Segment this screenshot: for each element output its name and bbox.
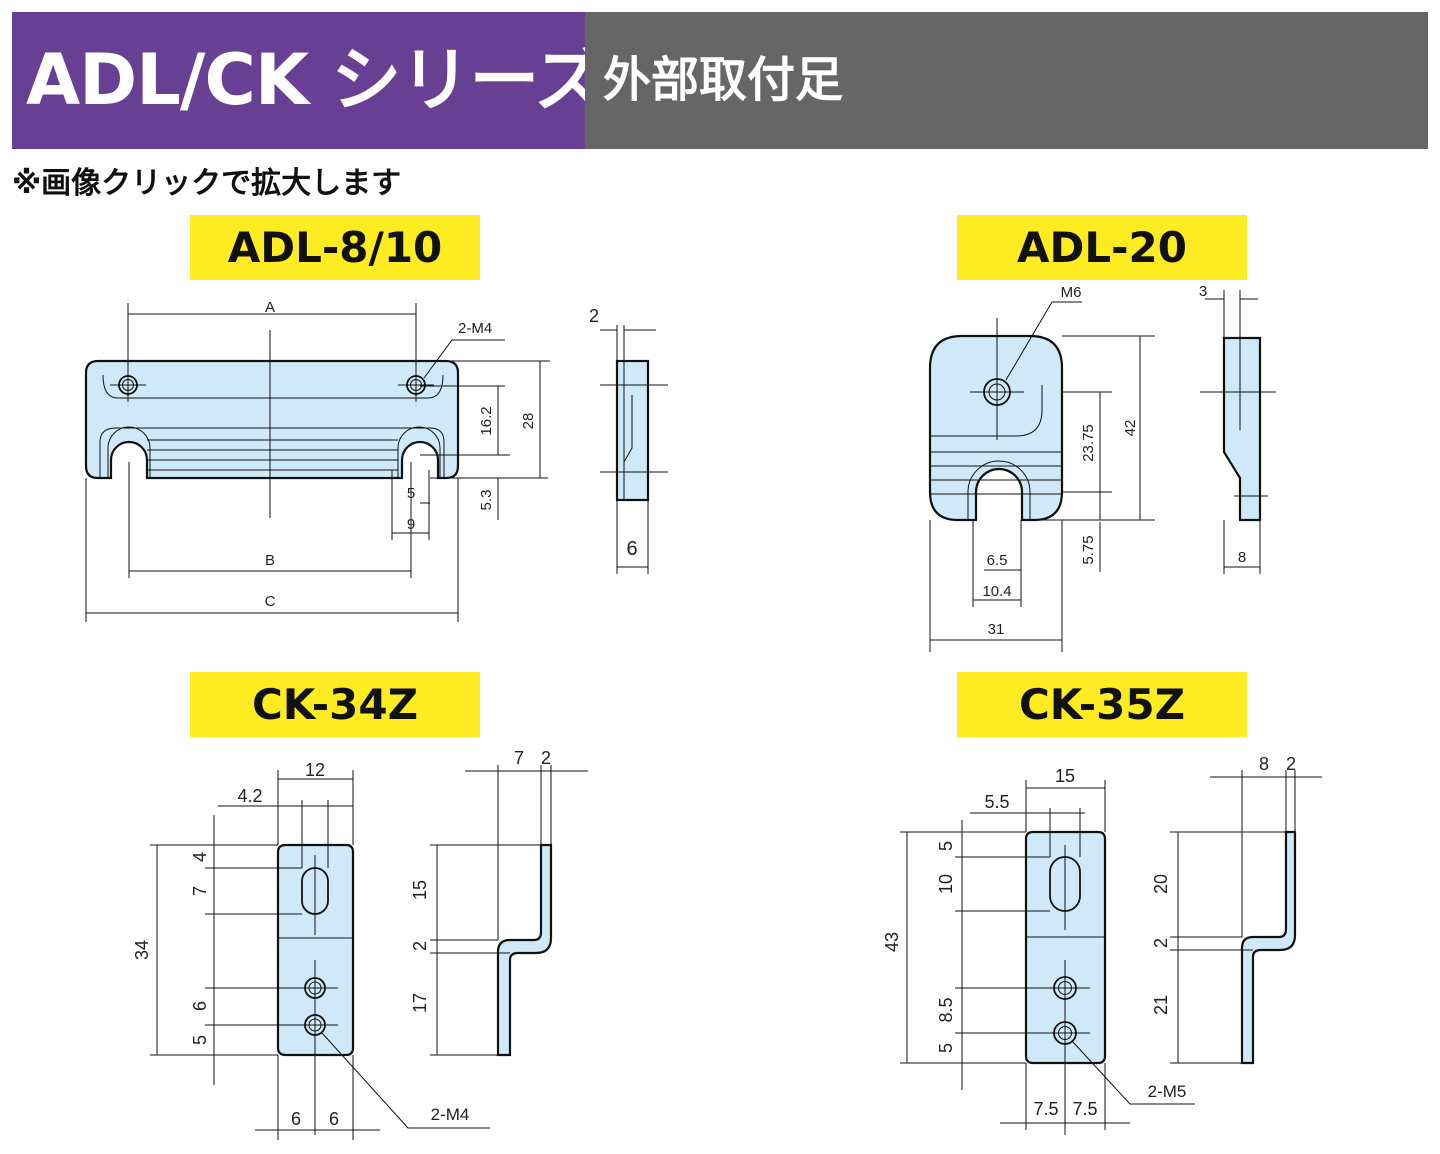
drawing-ck-35z[interactable]: 15 5.5 5 10 43 8.5 5 7.5 7.5 2-M5 8 2 20… bbox=[882, 754, 1322, 1135]
model-label-ck-35z: CK-35Z bbox=[957, 672, 1247, 737]
ck-35z-dim-5-5: 5.5 bbox=[984, 792, 1009, 812]
ck-35z-dim-7-5-left: 7.5 bbox=[1033, 1099, 1058, 1119]
dim-5-3: 5.3 bbox=[478, 490, 495, 511]
adl-20-dim-6-5: 6.5 bbox=[987, 552, 1008, 569]
dim-thread: 2-M4 bbox=[458, 320, 492, 337]
dim-a: A bbox=[265, 299, 275, 316]
dim-5: 5 bbox=[407, 485, 415, 502]
ck-35z-side-dim-20: 20 bbox=[1151, 874, 1171, 894]
side-dim-2: 2 bbox=[589, 306, 599, 326]
side-dim-6: 6 bbox=[626, 538, 637, 560]
ck-35z-dim-5b: 5 bbox=[936, 1043, 956, 1053]
ck-34z-side-dim-7: 7 bbox=[514, 748, 524, 768]
ck-35z-side-dim-2: 2 bbox=[1286, 754, 1296, 774]
ck-34z-side-dim-2: 2 bbox=[541, 748, 551, 768]
ck-35z-side-dim-2b: 2 bbox=[1151, 938, 1171, 948]
ck-35z-dim-holes: 2-M5 bbox=[1148, 1082, 1187, 1101]
ck-34z-dim-4-2: 4.2 bbox=[237, 786, 262, 806]
ck-34z-dim-34: 34 bbox=[132, 940, 152, 960]
ck-35z-dim-8-5: 8.5 bbox=[936, 997, 956, 1022]
dim-b: B bbox=[265, 552, 275, 569]
adl-20-side-dim-8: 8 bbox=[1238, 549, 1246, 566]
ck-35z-dim-5: 5 bbox=[936, 841, 956, 851]
ck-34z-dim-7: 7 bbox=[190, 886, 210, 896]
model-label-adl-20: ADL-20 bbox=[957, 215, 1247, 280]
adl-20-dim-m6: M6 bbox=[1061, 284, 1082, 301]
adl-20-dim-42: 42 bbox=[1122, 420, 1139, 437]
drawing-adl-8-10[interactable]: A B C 2-M4 16.2 28 5 5.3 9 2 6 bbox=[84, 299, 668, 622]
ck-35z-dim-7-5-right: 7.5 bbox=[1072, 1099, 1097, 1119]
ck-34z-dim-holes: 2-M4 bbox=[431, 1105, 470, 1124]
ck-34z-side-dim-15: 15 bbox=[410, 880, 430, 900]
dim-c: C bbox=[265, 593, 276, 610]
series-title: ADL/CK シリーズ bbox=[12, 12, 605, 149]
drawing-ck-34z[interactable]: 12 4.2 4 7 34 6 5 6 6 2-M4 7 2 15 2 17 bbox=[132, 748, 588, 1140]
ck-34z-front-view bbox=[276, 843, 355, 1057]
adl-8-10-front-view bbox=[84, 359, 460, 480]
model-label-adl-8-10: ADL-8/10 bbox=[190, 215, 480, 280]
adl-20-dim-31: 31 bbox=[988, 621, 1005, 638]
ck-34z-dim-5: 5 bbox=[190, 1035, 210, 1045]
dim-16-2: 16.2 bbox=[478, 406, 495, 435]
adl-20-dim-23-75: 23.75 bbox=[1080, 424, 1097, 462]
ck-34z-side-view bbox=[496, 843, 553, 1057]
ck-34z-side-dim-17: 17 bbox=[410, 993, 430, 1013]
adl-20-dim-10-4: 10.4 bbox=[982, 583, 1011, 600]
ck-34z-dim-6: 6 bbox=[190, 1001, 210, 1011]
ck-35z-dim-15: 15 bbox=[1055, 766, 1075, 786]
ck-35z-side-view bbox=[1240, 830, 1297, 1065]
adl-20-side-view bbox=[1222, 336, 1262, 522]
adl-20-side-dim-3: 3 bbox=[1199, 283, 1207, 300]
adl-20-front-view bbox=[928, 334, 1064, 522]
adl-20-dim-5-75: 5.75 bbox=[1080, 535, 1097, 564]
drawing-adl-20[interactable]: M6 23.75 42 5.75 6.5 10.4 31 3 8 bbox=[928, 283, 1276, 652]
dim-28: 28 bbox=[520, 413, 537, 430]
ck-34z-dim-4: 4 bbox=[190, 852, 210, 862]
ck-34z-dim-6-left: 6 bbox=[291, 1109, 301, 1129]
page-subtitle: 外部取付足 bbox=[585, 12, 1428, 149]
ck-35z-side-dim-21: 21 bbox=[1151, 995, 1171, 1015]
ck-35z-front-view bbox=[1024, 830, 1107, 1065]
dim-9: 9 bbox=[407, 516, 415, 533]
zoom-note: ※画像クリックで拡大します bbox=[12, 166, 402, 201]
ck-35z-dim-43: 43 bbox=[882, 932, 902, 952]
ck-34z-dim-12: 12 bbox=[305, 760, 325, 780]
ck-35z-side-dim-8: 8 bbox=[1259, 754, 1269, 774]
ck-35z-dim-10: 10 bbox=[936, 874, 956, 894]
model-label-ck-34z: CK-34Z bbox=[190, 672, 480, 737]
ck-34z-side-dim-2b: 2 bbox=[410, 941, 430, 951]
ck-34z-dim-6-right: 6 bbox=[329, 1109, 339, 1129]
